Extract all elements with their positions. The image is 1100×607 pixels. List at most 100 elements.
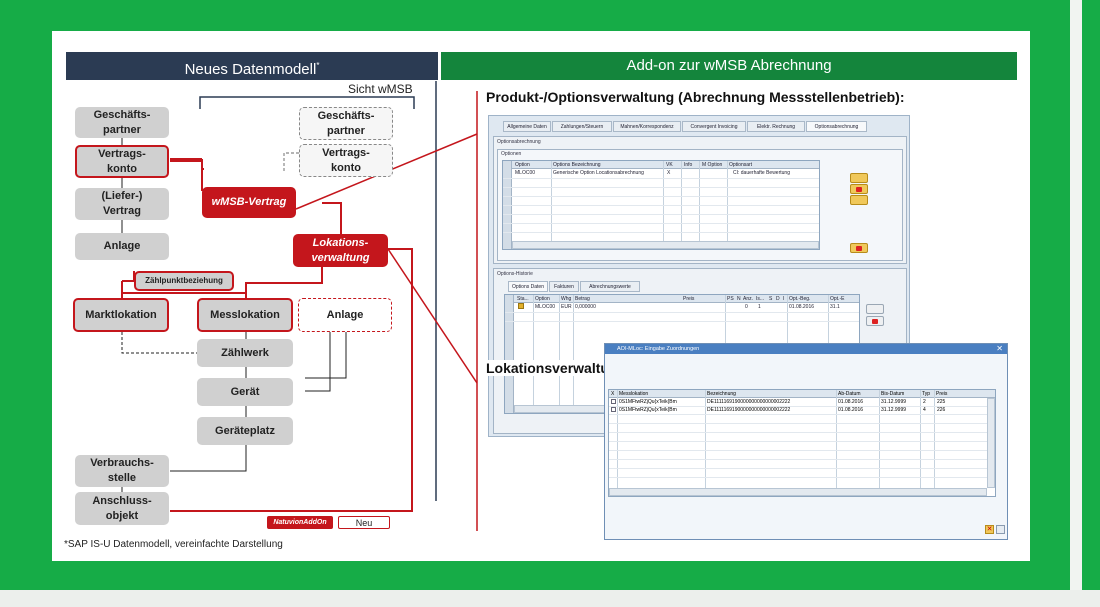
box-vertragskonto: Vertrags- konto <box>75 145 169 178</box>
hist-col-sep <box>573 295 574 413</box>
hist-h-s: S <box>769 296 773 302</box>
opt-row-sep <box>503 214 819 215</box>
opt-row-sep <box>503 196 819 197</box>
options-grid: Option Options Bezeichnung VK Info M Opt… <box>502 160 820 250</box>
options-group-label: Optionsabrechnung <box>497 139 541 145</box>
history-edit-button[interactable] <box>866 304 884 314</box>
hist-col-sep <box>559 295 560 413</box>
pop-row-sep <box>609 432 995 433</box>
sicht-label: Sicht wMSB <box>348 82 413 96</box>
pop-r1-bez: DE1111169190000000000000002222 <box>707 399 791 405</box>
tab-abrechnungswerte[interactable]: Abrechnungswerte <box>580 281 640 292</box>
opt-h-art: Optionsart <box>729 162 753 168</box>
tab-fakturen[interactable]: Fakturen <box>549 281 579 292</box>
box-anschlussobjekt: Anschluss- objekt <box>75 492 169 525</box>
popup-cancel-icon[interactable]: ✕ <box>985 525 994 534</box>
tab-zahlungen[interactable]: Zahlungen/Steuern <box>552 121 612 132</box>
pop-row-sep <box>609 423 995 424</box>
tab-optionsabrechnung[interactable]: Optionsabrechnung <box>806 121 867 132</box>
tab-convergent[interactable]: Convergent Invoicing <box>682 121 746 132</box>
options-edit-button[interactable] <box>850 173 868 183</box>
hist-h-i: I <box>783 296 785 302</box>
pop-h-ab: Ab-Datum <box>838 391 861 397</box>
opt-r-bez: Generische Option Locationsabrechnung <box>553 170 644 176</box>
tab-allgemeine-daten[interactable]: Allgemeine Daten <box>503 121 551 132</box>
right-edge-strip <box>1070 0 1082 607</box>
popup-v-scrollbar[interactable] <box>987 398 995 488</box>
hist-r-whg: EUR <box>561 304 572 310</box>
right-header-title: Add-on zur wMSB Abrechnung <box>626 57 832 74</box>
status-icon <box>518 303 524 309</box>
box-geschaeftspartner: Geschäfts- partner <box>75 107 169 138</box>
box-geraet: Gerät <box>197 378 293 406</box>
box-marktlokation: Marktlokation <box>73 298 169 332</box>
options-h-scrollbar[interactable] <box>512 241 819 249</box>
hist-r-is: 1 <box>758 304 761 310</box>
legend-addon: NatuvionAddOn <box>267 516 333 529</box>
hist-h-option: Option <box>535 296 550 302</box>
options-cancel-button[interactable] <box>850 243 868 253</box>
hist-h-anz: Anz. <box>743 296 754 302</box>
hist-row-sep <box>505 312 859 313</box>
tab-options-daten[interactable]: Options Daten <box>508 281 548 292</box>
row-checkbox[interactable] <box>611 399 616 404</box>
popup-h-scrollbar[interactable] <box>609 488 987 496</box>
pop-row-sep <box>609 414 995 415</box>
pop-r1-ab: 01.08.2016 <box>838 399 864 405</box>
pop-r1-bis: 31.12.9999 <box>881 399 907 405</box>
hist-r-anz: 0 <box>745 304 748 310</box>
hist-h-sta: Sta... <box>517 296 529 302</box>
history-row-selector[interactable] <box>505 295 514 413</box>
pop-h-preis: Preis <box>936 391 948 397</box>
row-checkbox[interactable] <box>611 407 616 412</box>
pop-col-sep <box>879 390 880 496</box>
footnote: *SAP IS-U Datenmodell, vereinfachte Dars… <box>64 539 283 550</box>
left-header: Neues Datenmodell* <box>66 52 438 80</box>
popup-save-icon[interactable] <box>996 525 1005 534</box>
box-geraeteplatz: Geräteplatz <box>197 417 293 445</box>
pop-row-sep <box>609 477 995 478</box>
pop-row-sep <box>609 450 995 451</box>
history-group-label: Options-Historie <box>497 271 533 277</box>
opt-row-sep <box>503 187 819 188</box>
tab-mahnen[interactable]: Mahnen/Korrespondenz <box>613 121 681 132</box>
box-gp-wmsb: Geschäfts- partner <box>299 107 393 140</box>
pop-r2-bez: DE1111169190000000000000002222 <box>707 407 791 413</box>
hist-h-preis: Preis <box>683 296 695 302</box>
pop-col-sep <box>920 390 921 496</box>
right-header: Add-on zur wMSB Abrechnung <box>441 52 1017 80</box>
box-anlage: Anlage <box>75 233 169 260</box>
popup-grid-header <box>609 390 995 398</box>
pop-r1-preis: 225 <box>937 399 946 405</box>
history-delete-button[interactable] <box>866 316 884 326</box>
hist-col-sep <box>533 295 534 413</box>
hist-row-sep <box>505 321 859 322</box>
section-lokation-title: Lokationsverwaltung <box>486 360 633 376</box>
opt-row-sep <box>503 205 819 206</box>
pop-col-sep <box>705 390 706 496</box>
pop-r2-bis: 31.12.9999 <box>881 407 907 413</box>
box-anlage-new: Anlage <box>298 298 392 332</box>
pop-row-sep <box>609 441 995 442</box>
hist-h-whg: Whg <box>561 296 572 302</box>
hist-h-d: D <box>776 296 780 302</box>
bottom-band <box>0 590 1100 607</box>
hist-h-opte: Opt.-E <box>830 296 845 302</box>
box-vk-wmsb: Vertrags- konto <box>299 144 393 177</box>
hist-r-optbeg: 01.08.2016 <box>789 304 815 310</box>
section-produkt-title: Produkt-/Optionsverwaltung (Abrechnung M… <box>486 89 905 105</box>
options-subgroup: Optionen Option Options Bezeichnung VK I… <box>497 149 903 261</box>
hist-h-optbeg: Opt.-Beg. <box>789 296 811 302</box>
opt-h-info: Info <box>684 162 693 168</box>
opt-h-bez: Options Bezeichnung <box>553 162 601 168</box>
left-header-title: Neues Datenmodell <box>184 61 317 78</box>
options-delete-button[interactable] <box>850 184 868 194</box>
tab-elektr-rechnung[interactable]: Elektr. Rechnung <box>747 121 805 132</box>
aoi-mloc-popup: AOI-MLoc: Eingabe Zuordnungen ✕ X Messlo… <box>604 343 1008 540</box>
pop-h-messlokation: Messlokation <box>619 391 649 397</box>
options-grid-header <box>503 161 819 169</box>
close-icon[interactable]: ✕ <box>996 344 1003 353</box>
popup-grid: X Messlokation Bezeichnung Ab-Datum Bis-… <box>608 389 996 497</box>
options-group: Optionsabrechnung Optionen Option Option… <box>493 136 907 264</box>
options-add-button[interactable] <box>850 195 868 205</box>
